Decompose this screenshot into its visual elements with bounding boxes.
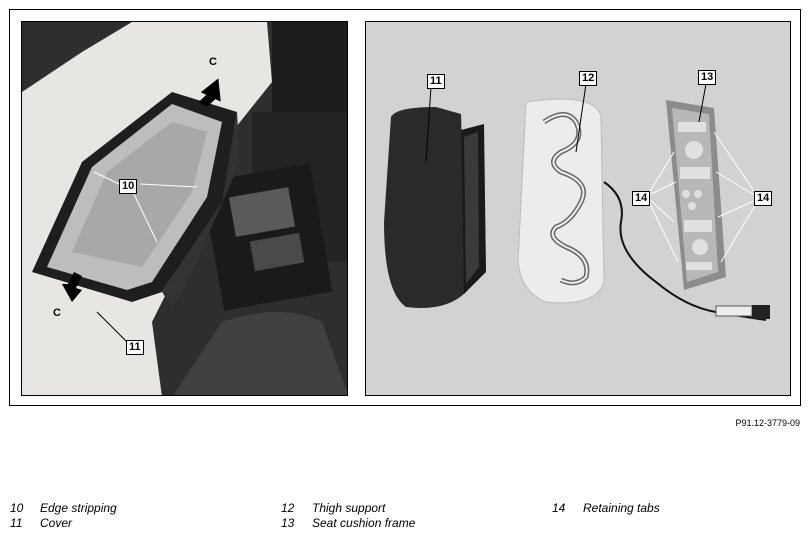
legend-number: 14 bbox=[552, 501, 566, 515]
legend-text: Edge stripping bbox=[40, 501, 117, 515]
callout-14-left: 14 bbox=[632, 191, 651, 206]
illustration-panel: 11 12 13 14 14 bbox=[365, 21, 791, 396]
callout-11-photo: 11 bbox=[126, 340, 144, 355]
legend-text: Cover bbox=[40, 516, 73, 530]
legend-number: 12 bbox=[281, 501, 295, 515]
callout-14-right: 14 bbox=[754, 191, 773, 206]
legend-text: Retaining tabs bbox=[583, 501, 660, 515]
callout-12: 12 bbox=[579, 71, 598, 86]
callout-c-bottom: C bbox=[53, 307, 61, 319]
callout-10: 10 bbox=[119, 179, 138, 194]
callout-13: 13 bbox=[698, 70, 717, 85]
legend-text: Thigh support bbox=[312, 501, 386, 515]
legend-number: 11 bbox=[10, 516, 23, 530]
seat-photo bbox=[22, 22, 347, 395]
exploded-illustration bbox=[384, 83, 770, 321]
photo-panel: C 10 C 11 bbox=[21, 21, 348, 396]
callout-c-top: C bbox=[209, 56, 217, 68]
legend-text: Seat cushion frame bbox=[312, 516, 416, 530]
legend-number: 13 bbox=[281, 516, 295, 530]
callout-11-illus: 11 bbox=[427, 74, 445, 89]
document-number: P91.12-3779-09 bbox=[735, 418, 800, 428]
legend-number: 10 bbox=[10, 501, 24, 515]
